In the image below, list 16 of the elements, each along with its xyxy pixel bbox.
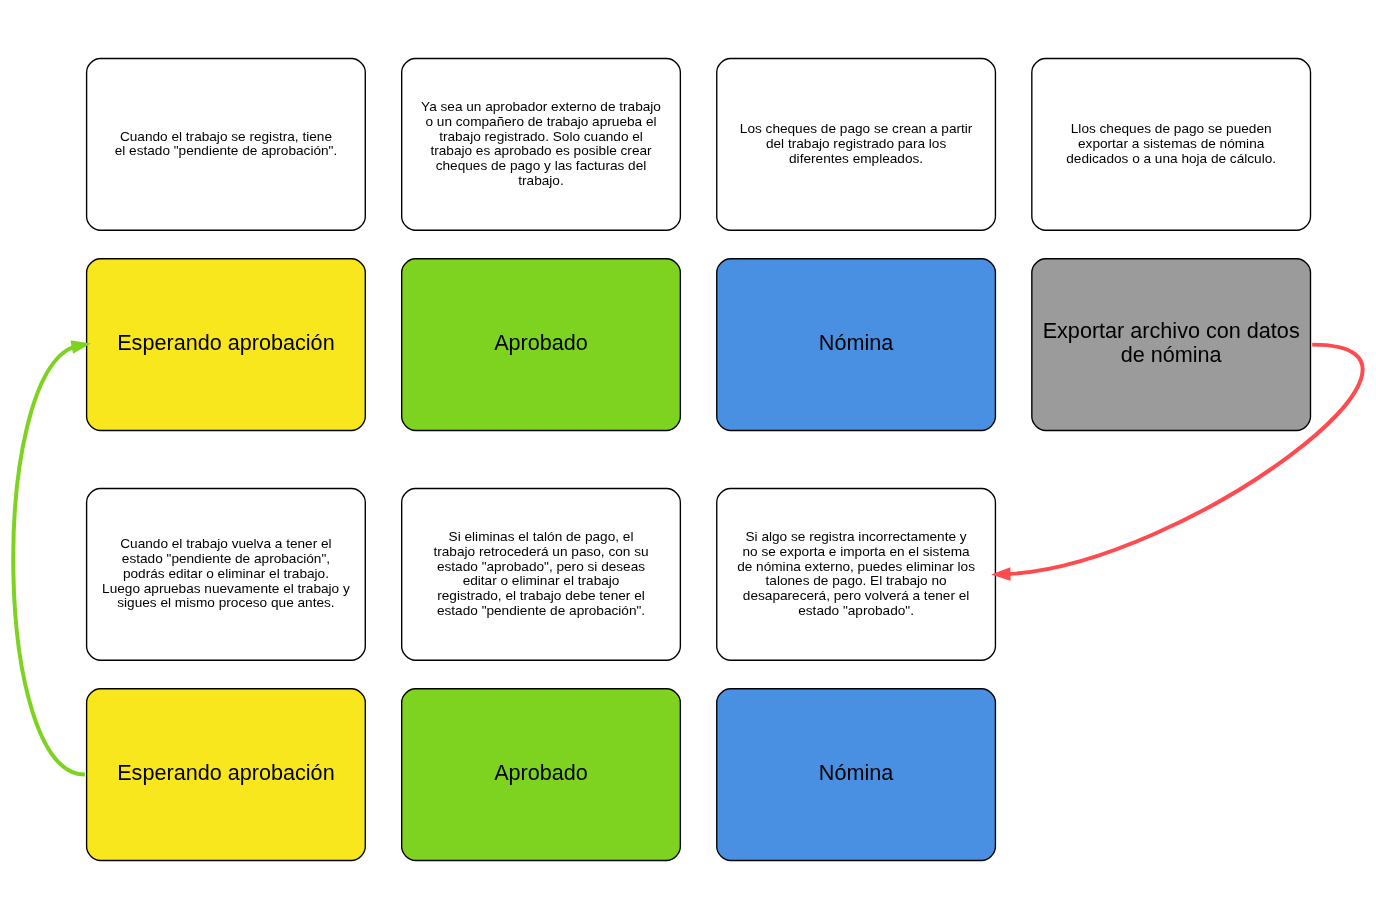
arrow (11, 339, 91, 776)
node-box: Los cheques de pago se crean a partir del trabajo registrado para los diferentes empleados. (716, 57, 997, 231)
node-box: Llos cheques de pago se pueden exportar a sistemas de nómina dedicados o a una hoja de cálculo. (1031, 57, 1312, 231)
node-box: Ya sea un aprobador externo de trabajo o un compañero de trabajo aprueba el trabajo registrado. Solo cuando el trabajo es aprobado es posible crear cheques de pago y las facturas del trabajo. (401, 57, 682, 231)
node-box: Nómina (716, 257, 997, 431)
node-box: Esperando aprobación (85, 257, 366, 431)
node-box: Esperando aprobación (85, 687, 366, 861)
node-box: Exportar archivo con datos de nómina (1031, 257, 1312, 431)
node-box: Si algo se registra incorrectamente y no se exporta e importa en el sistema de nómina externo, puedes eliminar los talones de pago. El trabajo no desaparecerá, pero volverá a tener el estado "aprobado". (716, 487, 997, 661)
node-box: Aprobado (401, 257, 682, 431)
node-box: Cuando el trabajo vuelva a tener el estado "pendiente de aprobación", podrás editar o eliminar el trabajo. Luego apruebas nuevamente el trabajo y sigues el mismo proceso que antes. (85, 487, 366, 661)
arrow (991, 342, 1363, 581)
node-box: Cuando el trabajo se registra, tiene el estado "pendiente de aprobación". (85, 57, 366, 231)
node-box: Aprobado (401, 687, 682, 861)
node-box: Nómina (716, 687, 997, 861)
node-box: Si eliminas el talón de pago, el trabajo retrocederá un paso, con su estado "aprobado", pero si deseas editar o eliminar el trabajo registrado, el trabajo debe tener el estado "pendiente de aprobación". (401, 487, 682, 661)
